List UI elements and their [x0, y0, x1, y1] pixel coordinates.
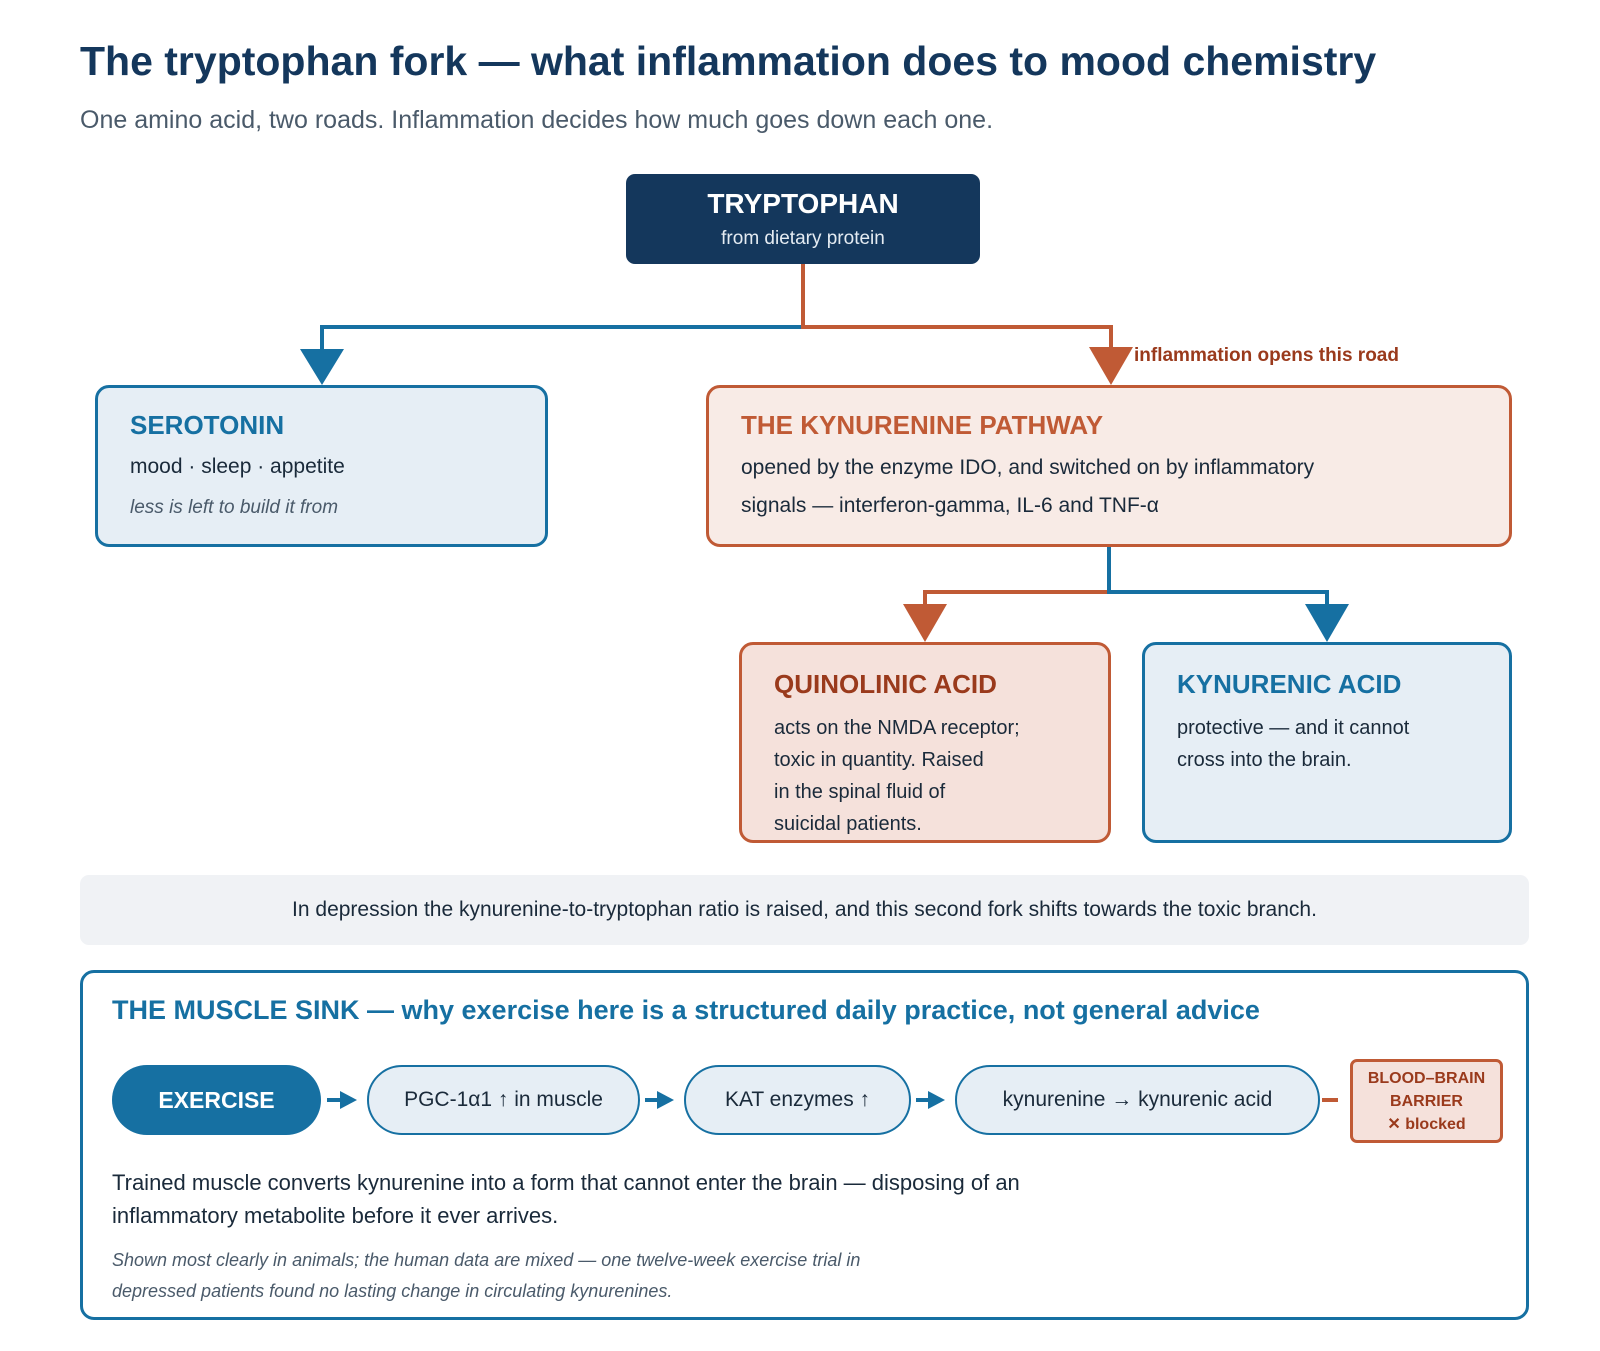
- kynurenine-label: THE KYNURENINE PATHWAY: [741, 410, 1104, 440]
- arrowhead-kat-conv: [928, 1091, 945, 1109]
- serotonin-functions: mood · sleep · appetite: [130, 455, 345, 478]
- blood-brain-barrier-badge: BLOOD–BRAIN BARRIER ✕ blocked: [1350, 1059, 1503, 1143]
- page-subtitle: One amino acid, two roads. Inflammation …: [80, 106, 994, 134]
- page-title: The tryptophan fork — what inflammation …: [80, 38, 1377, 84]
- kynurenic-line: protective — and it cannot: [1177, 717, 1410, 739]
- barrier-line: BARRIER: [1390, 1093, 1463, 1110]
- step-exercise: EXERCISE: [112, 1065, 321, 1135]
- serotonin-node: SEROTONIN mood · sleep · appetite less i…: [95, 385, 548, 547]
- arrowhead-kynurenine: [1089, 347, 1133, 385]
- kynurenic-line: cross into the brain.: [1177, 749, 1352, 771]
- serotonin-note: less is left to build it from: [130, 497, 339, 518]
- serotonin-label: SEROTONIN: [130, 410, 285, 440]
- kynurenine-node: THE KYNURENINE PATHWAY opened by the enz…: [706, 385, 1512, 547]
- muscle-sink-body: Trained muscle converts kynurenine into …: [112, 1166, 1112, 1232]
- kynurenic-label: KYNURENIC ACID: [1177, 669, 1402, 699]
- barrier-blocked: ✕ blocked: [1387, 1116, 1466, 1133]
- quinolinic-description: acts on the NMDA receptor; toxic in quan…: [774, 712, 1108, 840]
- step-conversion: kynurenine → kynurenic acid: [955, 1065, 1320, 1135]
- muscle-sink-panel: [80, 970, 1529, 1320]
- tryptophan-node: TRYPTOPHAN from dietary protein: [626, 174, 980, 264]
- tryptophan-label: TRYPTOPHAN: [707, 188, 899, 219]
- depression-note: In depression the kynurenine-to-tryptoph…: [80, 875, 1529, 945]
- quinolinic-line: toxic in quantity. Raised: [774, 749, 984, 771]
- footnote-line: depressed patients found no lasting chan…: [112, 1281, 673, 1301]
- body-line: inflammatory metabolite before it ever a…: [112, 1203, 559, 1228]
- kynurenine-line-1: opened by the enzyme IDO, and switched o…: [741, 456, 1315, 479]
- arrowhead-serotonin: [300, 349, 344, 385]
- arrowhead-exercise-pgc: [340, 1091, 357, 1109]
- connector-to-quinolinic: [923, 547, 1111, 608]
- quinolinic-line: in the spinal fluid of: [774, 781, 946, 803]
- muscle-sink-footnote: Shown most clearly in animals; the human…: [112, 1245, 1012, 1307]
- quinolinic-line: suicidal patients.: [774, 813, 922, 835]
- quinolinic-line: acts on the NMDA receptor;: [774, 717, 1020, 739]
- step-pgc: PGC-1α1 ↑ in muscle: [367, 1065, 640, 1135]
- arrowhead-pgc-kat: [657, 1091, 674, 1109]
- kynurenine-line-2: signals — interferon-gamma, IL-6 and TNF…: [741, 494, 1159, 517]
- kynurenic-description: protective — and it cannot cross into th…: [1177, 712, 1509, 776]
- muscle-sink-title: THE MUSCLE SINK — why exercise here is a…: [112, 995, 1260, 1025]
- connector-to-kynurenine: [801, 264, 1113, 350]
- barrier-line: BLOOD–BRAIN: [1367, 1070, 1486, 1087]
- arrowhead-kynurenic: [1305, 604, 1349, 642]
- quinolinic-label: QUINOLINIC ACID: [774, 669, 997, 699]
- inflammation-edge-label: inflammation opens this road: [1134, 345, 1399, 366]
- footnote-line: Shown most clearly in animals; the human…: [112, 1250, 861, 1270]
- connector-to-kynurenic: [1107, 547, 1329, 608]
- kynurenic-node: KYNURENIC ACID protective — and it canno…: [1142, 642, 1512, 843]
- step-kat: KAT enzymes ↑: [684, 1065, 911, 1135]
- connector-to-serotonin: [320, 325, 803, 352]
- arrowhead-quinolinic: [903, 604, 947, 642]
- quinolinic-node: QUINOLINIC ACID acts on the NMDA recepto…: [739, 642, 1111, 843]
- tryptophan-sub: from dietary protein: [721, 228, 885, 249]
- body-line: Trained muscle converts kynurenine into …: [112, 1170, 1020, 1195]
